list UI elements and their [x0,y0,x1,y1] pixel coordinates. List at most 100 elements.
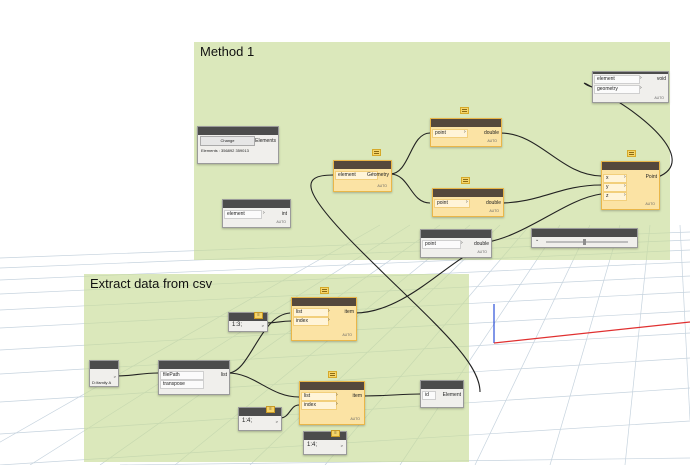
chevron-right-icon: › [624,183,626,189]
chevron-right-icon: › [328,308,330,314]
node-info: Elements : 356892 359013 [201,148,249,153]
output-port[interactable]: Point [645,174,657,180]
input-port-index[interactable]: index [293,317,329,326]
chevron-right-icon: › [336,392,338,398]
change-button[interactable]: Change [200,136,255,146]
output-port[interactable]: Elements [255,138,276,144]
element-set-geometry-node[interactable]: element › geometry › void AUTO [592,71,669,103]
chevron-right-icon: › [624,192,626,198]
node-header[interactable] [159,361,229,369]
element-id-node[interactable]: element › int AUTO [222,199,291,228]
preview-pin-icon[interactable] [372,149,381,156]
node-header[interactable] [433,189,503,197]
node-header[interactable] [334,161,391,169]
input-port-point[interactable]: point [432,129,468,138]
element-by-id-node[interactable]: id Element [420,380,464,408]
code-value[interactable]: 1:4; [242,418,253,424]
preview-pin-icon[interactable] [320,287,329,294]
node-header[interactable] [198,127,278,135]
chevron-right-icon: › [372,171,374,177]
node-header[interactable] [300,382,364,390]
node-header[interactable] [90,361,118,369]
input-port-z[interactable]: z [603,192,627,201]
node-footer: AUTO [377,184,387,188]
code-value[interactable]: 1:4; [307,442,318,448]
chevron-right-icon: › [328,317,330,323]
node-header[interactable] [532,229,637,237]
input-port-x[interactable]: x [603,174,627,183]
input-port-filepath[interactable]: filePath [160,371,204,380]
output-arrow: > [340,443,343,448]
input-port-list[interactable]: list [301,392,337,401]
output-port[interactable]: double [485,200,501,206]
code-value[interactable]: 1:3; [232,322,243,328]
output-port[interactable]: Element [442,392,461,398]
input-port-point[interactable]: point [422,240,461,249]
output-arrow: > [261,323,264,328]
output-port[interactable]: list [220,372,227,378]
chevron-down-icon[interactable]: ⌄ [535,237,540,243]
input-port-element[interactable]: element [224,210,262,219]
output-port[interactable]: Geometry [367,172,389,178]
preview-pin-icon[interactable] [461,177,470,184]
node-footer: AUTO [487,139,497,143]
output-arrow: > [113,374,116,379]
input-port-index[interactable]: index [301,401,337,410]
node-header[interactable] [239,408,281,416]
node-header[interactable] [602,162,659,170]
code-block-badge: ☰ [331,430,340,437]
output-port[interactable]: void [656,76,666,82]
output-port[interactable]: int [281,211,287,217]
get-item-at-index-node-1[interactable]: list › index › item AUTO [291,297,357,341]
node-header[interactable] [229,313,267,321]
node-header[interactable] [421,230,491,238]
select-model-elements-node[interactable]: Change Elements Elements : 356892 359013 [197,126,279,164]
output-port[interactable]: item [344,309,354,315]
node-footer: AUTO [276,220,286,224]
output-arrow: > [275,419,278,424]
point-y-node[interactable]: point › double AUTO [432,188,504,217]
chevron-right-icon: › [464,129,466,135]
chevron-right-icon: › [461,240,463,246]
node-footer: AUTO [654,96,664,100]
node-header[interactable] [593,72,668,74]
point-double-node[interactable]: point › double AUTO [420,229,492,258]
input-port-element[interactable]: element [335,171,378,180]
node-header[interactable] [421,381,463,389]
node-header[interactable] [292,298,356,306]
node-footer: AUTO [342,333,352,337]
output-port[interactable]: double [483,130,499,136]
input-port-point[interactable]: point [434,199,470,208]
node-header[interactable] [223,200,290,208]
code-block-node[interactable]: 1:4; > [303,431,347,455]
output-port[interactable]: double [473,241,489,247]
code-block-node[interactable]: 1:4; > [238,407,282,431]
get-item-at-index-node-2[interactable]: list › index › item AUTO [299,381,365,425]
element-geometry-node[interactable]: element › Geometry AUTO [333,160,392,192]
group-extract-csv[interactable]: Extract data from csv [84,274,469,462]
input-port-element[interactable]: element [594,75,640,84]
input-port-id[interactable]: id [422,391,436,400]
node-header[interactable] [304,432,346,440]
output-port[interactable]: item [352,393,362,399]
node-header[interactable] [431,119,501,127]
input-port-geometry[interactable]: geometry [594,85,640,94]
preview-pin-icon[interactable] [627,150,636,157]
file-path-value: D:\family A [92,380,112,385]
slider-track[interactable] [546,241,628,243]
node-footer: AUTO [645,202,655,206]
number-slider-node[interactable]: ⌄ [531,228,638,248]
preview-pin-icon[interactable] [328,371,337,378]
point-by-coordinates-node[interactable]: x › y › z › Point AUTO [601,161,660,210]
preview-pin-icon[interactable] [460,107,469,114]
input-port-y[interactable]: y [603,183,627,192]
group-title: Method 1 [200,44,255,59]
file-path-node[interactable]: D:\family A > [89,360,119,387]
input-port-list[interactable]: list [293,308,329,317]
import-csv-node[interactable]: filePath transpose list [158,360,230,395]
node-footer: AUTO [477,250,487,254]
chevron-right-icon: › [640,75,642,81]
point-x-node[interactable]: point › double AUTO [430,118,502,147]
slider-thumb[interactable] [583,239,586,245]
input-port-transpose[interactable]: transpose [160,380,204,389]
